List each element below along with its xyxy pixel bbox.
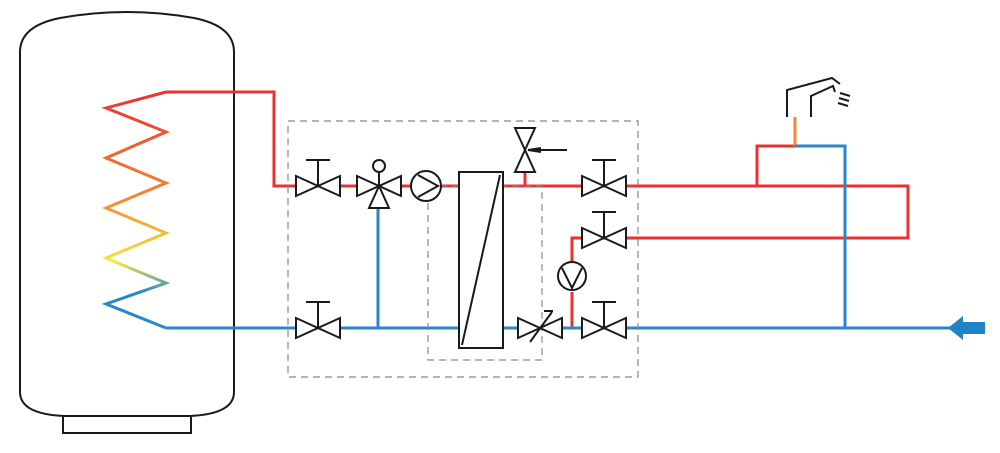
heating-coil <box>101 90 171 330</box>
shutoff-valve-cold-in <box>295 301 341 340</box>
shutoff-valve-circulation <box>581 211 627 250</box>
shower-tap-icon <box>786 76 851 117</box>
safety-valve <box>513 127 567 186</box>
shutoff-valve-hot-in <box>295 159 341 198</box>
shutoff-valve-cold-out <box>581 301 627 340</box>
hot-pipes <box>166 90 910 328</box>
plate-heat-exchanger <box>458 171 504 349</box>
flow-sensor-valve <box>517 310 563 343</box>
circulation-pump-icon <box>557 261 587 291</box>
storage-tank <box>19 11 235 434</box>
station-housing <box>287 120 639 378</box>
cold-water-inlet-arrow <box>948 316 985 340</box>
three-way-mixing-valve <box>356 159 402 209</box>
shutoff-valve-hot-out <box>581 159 627 198</box>
primary-pump-icon <box>410 170 442 202</box>
